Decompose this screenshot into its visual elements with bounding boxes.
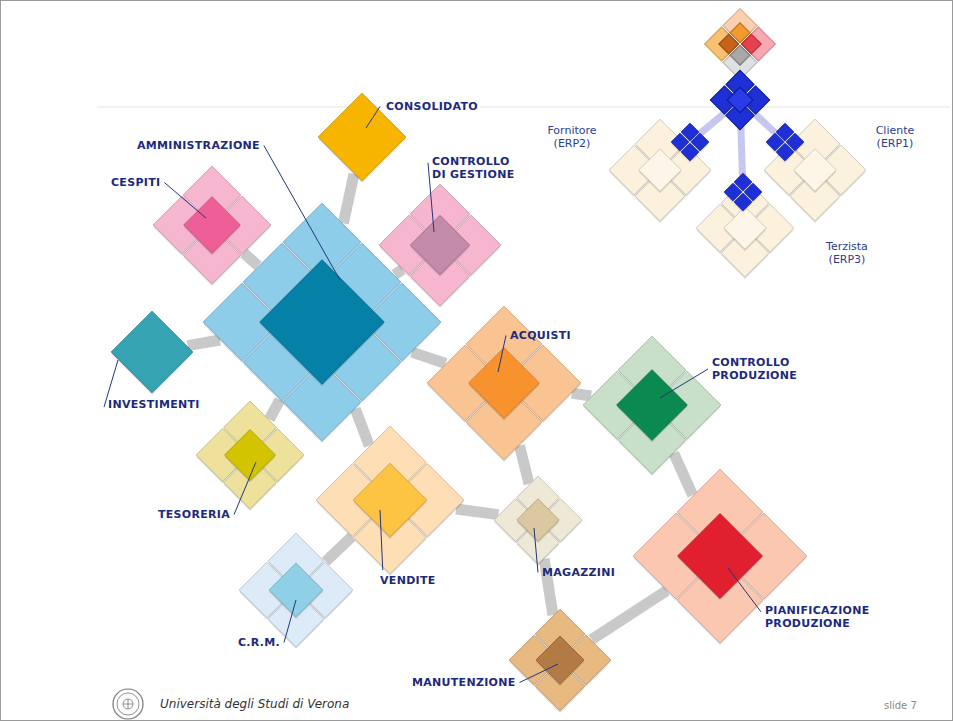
leader-line <box>498 336 506 373</box>
diamond-cluster <box>426 305 582 461</box>
module-cluster: VENDITE <box>315 425 465 575</box>
module-cluster: INVESTIMENTI <box>110 310 194 394</box>
diamond-cluster <box>582 335 722 475</box>
partner-label: Fornitore (ERP2) <box>541 124 603 150</box>
module-label: VENDITE <box>380 574 436 587</box>
label-anchor: MANUTENZIONE <box>412 676 516 689</box>
diamond-cluster <box>695 178 795 278</box>
module-cluster: PIANIFICAZIONE PRODUZIONE <box>632 468 808 644</box>
diamond-cluster <box>195 400 305 510</box>
label-anchor: PIANIFICAZIONE PRODUZIONE <box>765 604 875 630</box>
module-label: CONTROLLO PRODUZIONE <box>712 356 802 382</box>
module-cluster: CONTROLLO DI GESTIONE <box>378 183 502 307</box>
label-anchor: CONTROLLO DI GESTIONE <box>432 155 522 181</box>
leader-line <box>534 528 538 573</box>
connector-band <box>395 269 403 274</box>
label-anchor: C.R.M. <box>238 636 280 649</box>
leader-line <box>380 510 383 570</box>
label-anchor: Cliente (ERP1) <box>864 124 926 150</box>
connector-band <box>674 453 693 495</box>
diamond-cluster <box>378 183 502 307</box>
diamond-cluster <box>508 608 612 712</box>
partner-label: Cliente (ERP1) <box>864 124 926 150</box>
diamond-cluster <box>152 165 272 285</box>
module-cluster: CESPITI <box>152 165 272 285</box>
module-label: CESPITI <box>111 176 160 189</box>
leader-line <box>164 183 206 219</box>
label-anchor: Fornitore (ERP2) <box>541 124 603 150</box>
leader-line <box>264 146 340 281</box>
label-anchor: slide 7 <box>884 700 917 711</box>
partner-cluster: Terzista (ERP3) <box>695 178 795 278</box>
label-anchor: CONTROLLO PRODUZIONE <box>712 356 802 382</box>
module-cluster: TESORERIA <box>195 400 305 510</box>
module-label: MANUTENZIONE <box>412 676 516 689</box>
label-anchor: Università degli Studi di Verona <box>160 697 349 711</box>
connector-band <box>326 537 352 562</box>
connector-band <box>572 393 591 396</box>
module-label: PIANIFICAZIONE PRODUZIONE <box>765 604 875 630</box>
connector-band <box>355 409 369 446</box>
university-seal <box>113 689 143 719</box>
connector-band <box>188 340 220 346</box>
connector-band <box>592 591 667 640</box>
leader-line <box>660 369 708 398</box>
diamond-cluster <box>608 118 712 222</box>
diamond-cluster <box>493 475 583 565</box>
label-anchor: MAGAZZINI <box>542 566 615 579</box>
module-label: MAGAZZINI <box>542 566 615 579</box>
diamond-cluster <box>110 310 194 394</box>
connector-band <box>269 400 280 419</box>
leader-line <box>234 462 256 515</box>
partner-label: Terzista (ERP3) <box>816 240 878 266</box>
module-label: TESORERIA <box>158 508 230 521</box>
connector-band <box>520 445 530 483</box>
module-cluster: MAGAZZINI <box>493 475 583 565</box>
diamond-cluster <box>238 532 354 648</box>
module-label: CONTROLLO DI GESTIONE <box>432 155 522 181</box>
module-cluster: MANUTENZIONE <box>508 608 612 712</box>
module-label: INVESTIMENTI <box>108 398 200 411</box>
label-anchor: AMMINISTRAZIONE <box>137 139 260 152</box>
label-anchor: TESORERIA <box>158 508 230 521</box>
slide-number: slide 7 <box>884 700 917 711</box>
diamond-cluster <box>315 425 465 575</box>
module-cluster: CONSOLIDATO <box>317 92 407 182</box>
header-rule <box>97 107 950 108</box>
leader-line <box>284 600 296 643</box>
leader-line <box>104 360 118 407</box>
label-anchor: CONSOLIDATO <box>384 100 480 113</box>
module-label: C.R.M. <box>238 636 280 649</box>
module-label: ACQUISTI <box>510 329 571 342</box>
leader-line <box>366 107 380 129</box>
label-anchor: VENDITE <box>380 574 436 587</box>
connector-band <box>412 352 446 363</box>
label-anchor: CESPITI <box>111 176 160 189</box>
partner-cluster: Fornitore (ERP2) <box>608 118 712 222</box>
label-anchor: Terzista (ERP3) <box>816 240 878 266</box>
module-cluster: ACQUISTI <box>426 305 582 461</box>
module-cluster: C.R.M. <box>238 532 354 648</box>
label-anchor: ACQUISTI <box>510 329 571 342</box>
diamond-cluster <box>763 118 867 222</box>
module-cluster: CONTROLLO PRODUZIONE <box>582 335 722 475</box>
connector-band <box>456 509 498 515</box>
module-label: AMMINISTRAZIONE <box>137 139 260 152</box>
connector-band <box>244 253 258 266</box>
label-anchor: INVESTIMENTI <box>108 398 200 411</box>
leader-line <box>520 664 558 683</box>
partner-cluster: Cliente (ERP1) <box>763 118 867 222</box>
leader-line <box>428 163 434 232</box>
module-label: CONSOLIDATO <box>384 100 480 113</box>
university-name: Università degli Studi di Verona <box>160 697 349 711</box>
leader-line <box>728 568 761 612</box>
connector-band <box>343 174 354 223</box>
